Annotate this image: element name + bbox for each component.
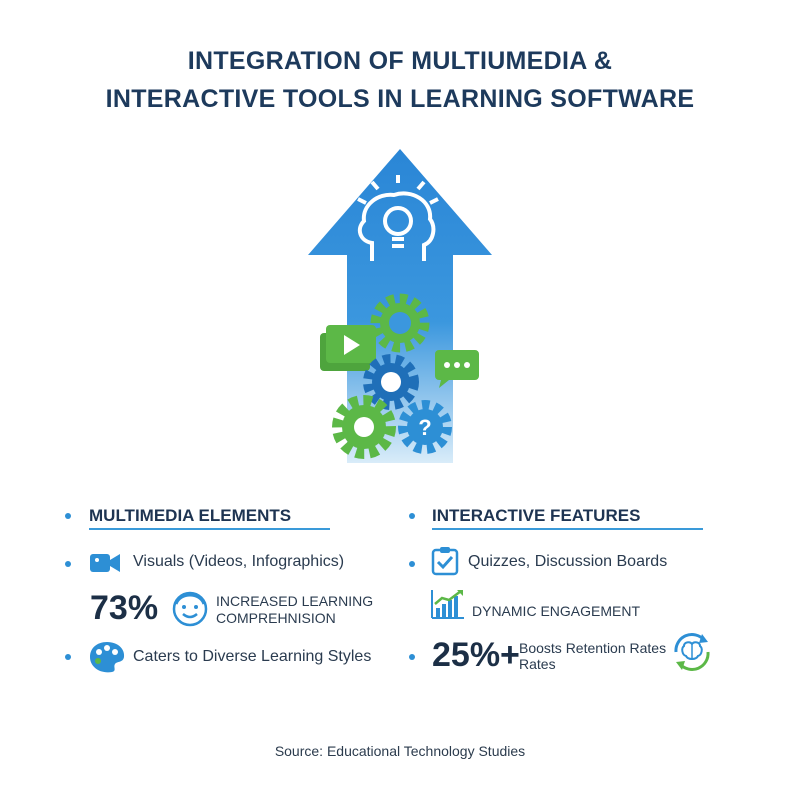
svg-text:?: ? (418, 415, 431, 440)
bullet (65, 513, 71, 519)
growth-arrow-illustration: ? (308, 149, 492, 463)
stat-25-label-1: Boosts Retention Rates (519, 640, 667, 656)
visuals-text: Visuals (Videos, Infographics) (133, 553, 345, 570)
stat-73-value: 73% (90, 589, 159, 627)
bullet (65, 654, 71, 660)
title-line-2: INTERACTIVE TOOLS IN LEARNING SOFTWARE (105, 85, 695, 113)
interactive-heading: INTERACTIVE FEATURES (432, 506, 641, 525)
blue-gear-icon (363, 354, 419, 410)
bar-chart-growth-icon (431, 590, 464, 619)
brain-cycle-icon (674, 633, 710, 671)
green-gear-large-icon (332, 395, 396, 459)
stat-25-label-2: Rates (519, 656, 556, 672)
heading-rule (432, 528, 703, 530)
video-player-icon (320, 325, 376, 371)
stat-73-label-1: INCREASED LEARNING (216, 593, 374, 609)
bullet (409, 561, 415, 567)
quizzes-text: Quizzes, Discussion Boards (468, 553, 668, 570)
heading-rule (89, 528, 330, 530)
palette-icon (90, 642, 125, 673)
dynamic-engagement-text: DYNAMIC ENGAGEMENT (472, 603, 641, 619)
learning-styles-text: Caters to Diverse Learning Styles (133, 648, 372, 665)
bullet (409, 654, 415, 660)
title-line-1: INTEGRATION OF MULTIUMEDIA & (187, 47, 613, 75)
bullet (409, 513, 415, 519)
smiling-face-icon (172, 591, 208, 627)
multimedia-heading: MULTIMEDIA ELEMENTS (89, 506, 292, 525)
checklist-icon (431, 547, 459, 576)
lightbulb-head-icon (357, 175, 439, 261)
question-gear-icon: ? (398, 400, 452, 454)
stat-73-label-2: COMPREHNISION (216, 610, 336, 626)
chat-bubble-icon (435, 350, 479, 388)
green-gear-icon (370, 293, 430, 353)
video-camera-icon (90, 554, 120, 572)
stat-25-value: 25%+ (432, 636, 520, 674)
source-note: Source: Educational Technology Studies (274, 743, 526, 759)
bullet (65, 561, 71, 567)
